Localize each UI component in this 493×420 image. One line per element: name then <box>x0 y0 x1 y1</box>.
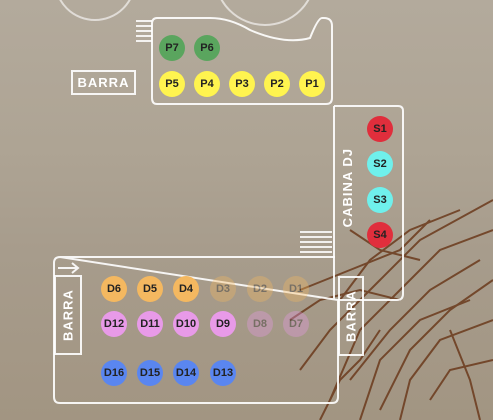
barra-top-label: BARRA <box>71 70 136 95</box>
table-d15[interactable]: D15 <box>137 360 163 386</box>
cabina-dj-label: CABINA DJ <box>340 148 355 228</box>
table-d5[interactable]: D5 <box>137 276 163 302</box>
table-p2[interactable]: P2 <box>264 71 290 97</box>
table-d11[interactable]: D11 <box>137 311 163 337</box>
table-p7[interactable]: P7 <box>159 35 185 61</box>
table-d8[interactable]: D8 <box>247 311 273 337</box>
table-d1[interactable]: D1 <box>283 276 309 302</box>
table-d13[interactable]: D13 <box>210 360 236 386</box>
stairs-top <box>136 20 152 45</box>
table-s3[interactable]: S3 <box>367 187 393 213</box>
table-s2[interactable]: S2 <box>367 151 393 177</box>
table-s4[interactable]: S4 <box>367 222 393 248</box>
table-d6[interactable]: D6 <box>101 276 127 302</box>
barra-right-label: BARRA <box>338 276 364 356</box>
table-p4[interactable]: P4 <box>194 71 220 97</box>
table-d10[interactable]: D10 <box>173 311 199 337</box>
table-d9[interactable]: D9 <box>210 311 236 337</box>
table-d3[interactable]: D3 <box>210 276 236 302</box>
table-s1[interactable]: S1 <box>367 116 393 142</box>
table-d2[interactable]: D2 <box>247 276 273 302</box>
table-d4[interactable]: D4 <box>173 276 199 302</box>
table-p6[interactable]: P6 <box>194 35 220 61</box>
table-p5[interactable]: P5 <box>159 71 185 97</box>
table-d12[interactable]: D12 <box>101 311 127 337</box>
table-d7[interactable]: D7 <box>283 311 309 337</box>
table-d16[interactable]: D16 <box>101 360 127 386</box>
barra-left-label: BARRA <box>54 275 82 355</box>
stairs-middle <box>300 231 332 256</box>
table-p1[interactable]: P1 <box>299 71 325 97</box>
table-d14[interactable]: D14 <box>173 360 199 386</box>
table-p3[interactable]: P3 <box>229 71 255 97</box>
